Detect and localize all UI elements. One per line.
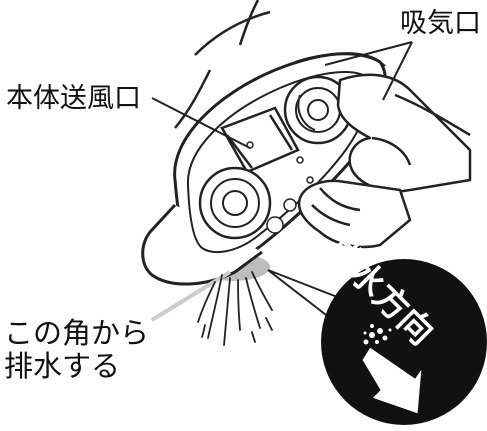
badge-circle: [321, 259, 487, 425]
body-inner-rim: [186, 71, 372, 254]
water-drips: [197, 271, 273, 346]
drain-direction-badge: 排水方向: [317, 229, 487, 425]
screws: [246, 141, 314, 234]
left-arm-lines: [174, 0, 271, 129]
lower-fan: [198, 166, 272, 240]
main-outlet-label: 本体送風口: [6, 83, 141, 114]
lower-hand: [297, 179, 412, 249]
leader-lines: [150, 41, 413, 322]
drain-corner-label-line1: この角から: [4, 316, 150, 350]
main-outlet-slot: [220, 106, 300, 174]
body-top-edge: [294, 53, 386, 67]
down-arrow-icon: [361, 324, 423, 415]
upper-hand: [336, 73, 472, 193]
air-intake-label: 吸気口: [400, 8, 481, 39]
drain-corner-label-line2: 排水する: [4, 349, 121, 383]
